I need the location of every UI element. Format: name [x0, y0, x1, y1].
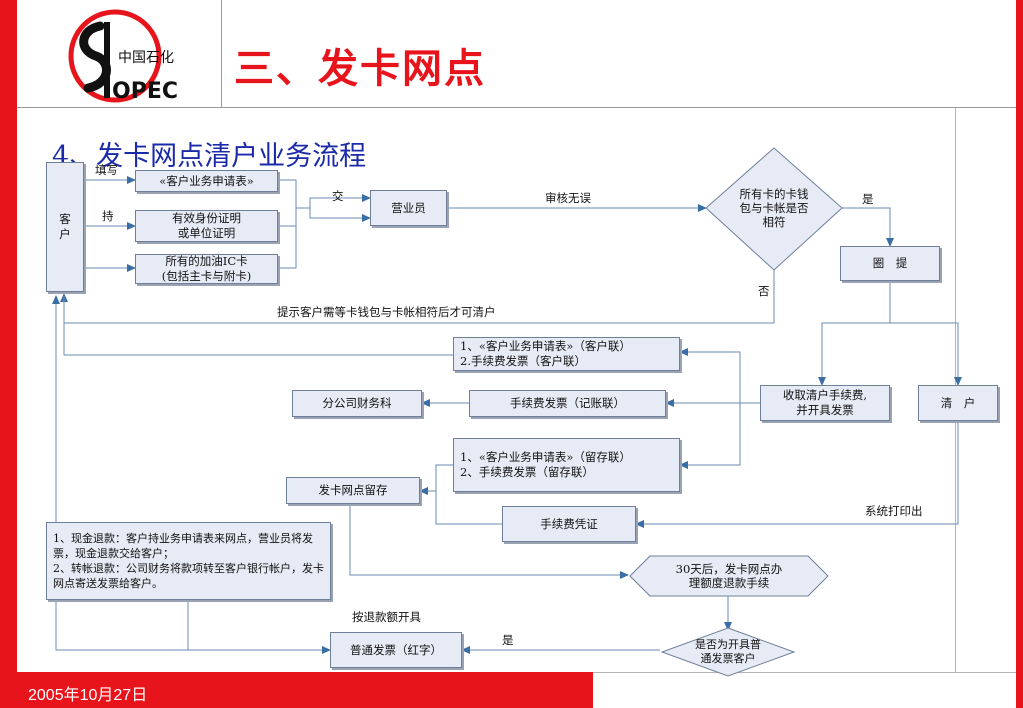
edge-withdraw-split	[818, 281, 891, 386]
label-prompt: 提示客户需等卡钱包与卡帐相符后才可清户	[277, 305, 496, 319]
node-id-document: 有效身份证明 或单位证明	[135, 210, 278, 242]
edge-notes-invoice	[187, 600, 331, 654]
header-divider	[17, 107, 1016, 108]
node-ic-cards: 所有的加油IC卡 (包括主卡与附卡)	[135, 254, 278, 284]
left-red-bar	[0, 0, 17, 708]
footer-date: 2005年10月27日	[28, 687, 148, 704]
label-refund-30days: 30天后，发卡网点办 理额度退款手续	[675, 562, 783, 590]
sinopec-logo: 中国石化 OPEC	[68, 9, 178, 104]
logo-divider	[221, 0, 222, 108]
node-retain-copy: 1、«客户业务申请表»（留存联） 2、手续费发票（留存联）	[453, 438, 680, 492]
label-yes-match: 是	[862, 192, 874, 206]
diamond-refund-30days	[629, 555, 829, 597]
node-finance: 分公司财务科	[292, 390, 422, 417]
svg-text:OPEC: OPEC	[112, 79, 178, 104]
label-issue-by-refund: 按退款额开具	[352, 610, 421, 624]
node-clerk: 营业员	[370, 190, 447, 226]
page-title: 三、发卡网点	[234, 46, 486, 92]
edge-invoice-customer	[52, 295, 189, 651]
edge-clear-voucher	[635, 421, 959, 528]
edge-outlet-refund	[349, 504, 629, 579]
label-need-invoice: 是否为开具普 通发票客户	[695, 638, 761, 665]
bottom-frame-line	[593, 672, 1016, 673]
edge-fee-retain	[679, 403, 741, 469]
label-fill: 填写	[95, 163, 118, 177]
label-system-print: 系统打印出	[865, 504, 923, 518]
node-fee-voucher: 手续费凭证	[502, 506, 636, 542]
edge-retain-outlet	[419, 464, 453, 495]
label-check-match: 所有卡的卡钱 包与卡帐是否 相符	[739, 187, 809, 229]
label-no-match: 否	[758, 284, 770, 298]
section-subtitle: 4、发卡网点清户业务流程	[52, 141, 367, 172]
edge-copy-customer	[63, 296, 453, 356]
footer-red-bar	[0, 672, 593, 708]
node-collect-fee: 收取清户手续费, 并开具发票	[760, 385, 890, 421]
label-hold: 持	[102, 209, 114, 223]
right-red-bar	[1016, 0, 1023, 708]
node-customer: 客 户	[46, 162, 84, 292]
node-fee-invoice-booking: 手续费发票（记账联）	[469, 390, 666, 417]
label-submit: 交	[332, 189, 344, 203]
node-circle-withdraw: 圈 提	[840, 246, 940, 281]
diamond-check-match	[705, 147, 843, 271]
node-clear-account: 清 户	[918, 385, 998, 421]
label-yes-invoice: 是	[502, 633, 514, 647]
node-outlet-retain: 发卡网点留存	[286, 477, 420, 504]
edge-withdraw-clear	[890, 322, 962, 386]
node-customer-copy: 1、«客户业务申请表»（客户联） 2.手续费发票（客户联）	[453, 337, 680, 371]
edge-voucher-outlet	[435, 491, 502, 525]
edge-check-yes	[842, 207, 894, 247]
label-approved: 审核无误	[545, 191, 591, 205]
edge-bracket-clerk-2	[309, 208, 371, 222]
edge-form-bracket	[278, 179, 297, 269]
node-refund-notes: 1、现金退款：客户持业务申请表来网点，营业员将发票，现金退款交给客户； 2、转帐…	[46, 522, 331, 600]
node-application-form: «客户业务申请表»	[135, 170, 278, 192]
node-ordinary-invoice: 普通发票（红字）	[330, 632, 462, 668]
svg-text:中国石化: 中国石化	[118, 50, 174, 66]
diamond-need-invoice	[660, 627, 796, 677]
edge-bracket-clerk	[296, 194, 371, 209]
edge-fee-customer-copy	[679, 348, 760, 404]
